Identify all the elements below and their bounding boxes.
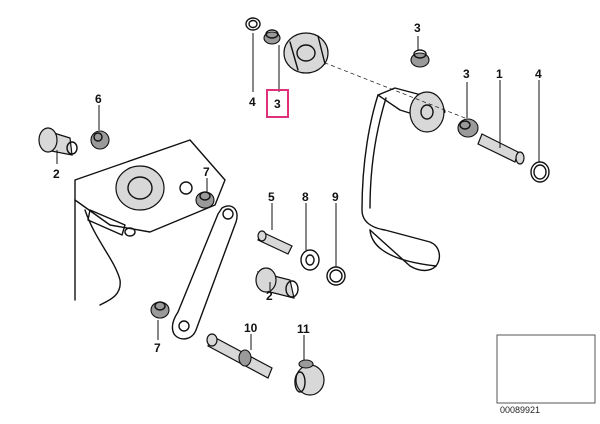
circlip-9 xyxy=(326,266,346,286)
bolt-10 xyxy=(206,333,273,379)
callout-7-lower[interactable]: 7 xyxy=(154,341,161,355)
callout-4-right[interactable]: 4 xyxy=(535,67,542,81)
callout-3-top-right[interactable]: 3 xyxy=(414,21,421,35)
bushing-middle xyxy=(255,267,299,299)
bushing-right-top xyxy=(410,49,430,68)
leader-lines xyxy=(56,33,540,360)
pedal-pivot-plate xyxy=(409,91,445,133)
bushing-top xyxy=(263,29,281,45)
callout-3-right[interactable]: 3 xyxy=(463,67,470,81)
bushing-left xyxy=(38,127,78,156)
spacer-6 xyxy=(90,130,110,150)
pin-5 xyxy=(257,230,293,255)
pivot-shaft xyxy=(477,133,525,165)
callout-5[interactable]: 5 xyxy=(268,190,275,204)
callout-3-highlighted[interactable]: 3 xyxy=(274,97,281,111)
callout-6[interactable]: 6 xyxy=(95,92,102,106)
nut-7-upper xyxy=(195,191,215,209)
callout-10[interactable]: 10 xyxy=(244,321,258,335)
bushing-right xyxy=(457,118,479,138)
callout-2-middle[interactable]: 2 xyxy=(266,289,273,303)
callout-4-top[interactable]: 4 xyxy=(249,95,256,109)
cap-11 xyxy=(294,359,325,396)
pedal-bracket xyxy=(74,139,226,306)
circlip-right xyxy=(530,161,550,183)
callout-8[interactable]: 8 xyxy=(302,190,309,204)
callout-2-left[interactable]: 2 xyxy=(53,167,60,181)
callout-11[interactable]: 11 xyxy=(297,322,310,336)
nut-7-lower xyxy=(150,301,170,319)
washer-8 xyxy=(300,249,320,271)
callout-1[interactable]: 1 xyxy=(496,67,503,81)
callout-9[interactable]: 9 xyxy=(332,190,339,204)
pivot-disc xyxy=(283,32,329,74)
callout-7-upper[interactable]: 7 xyxy=(203,165,210,179)
callout-highlight-box xyxy=(266,89,289,118)
inset-box xyxy=(496,334,596,404)
link-plate xyxy=(171,205,238,340)
circlip-top xyxy=(245,17,261,31)
pedal-arm xyxy=(304,54,471,272)
reference-number: 00089921 xyxy=(500,405,540,415)
